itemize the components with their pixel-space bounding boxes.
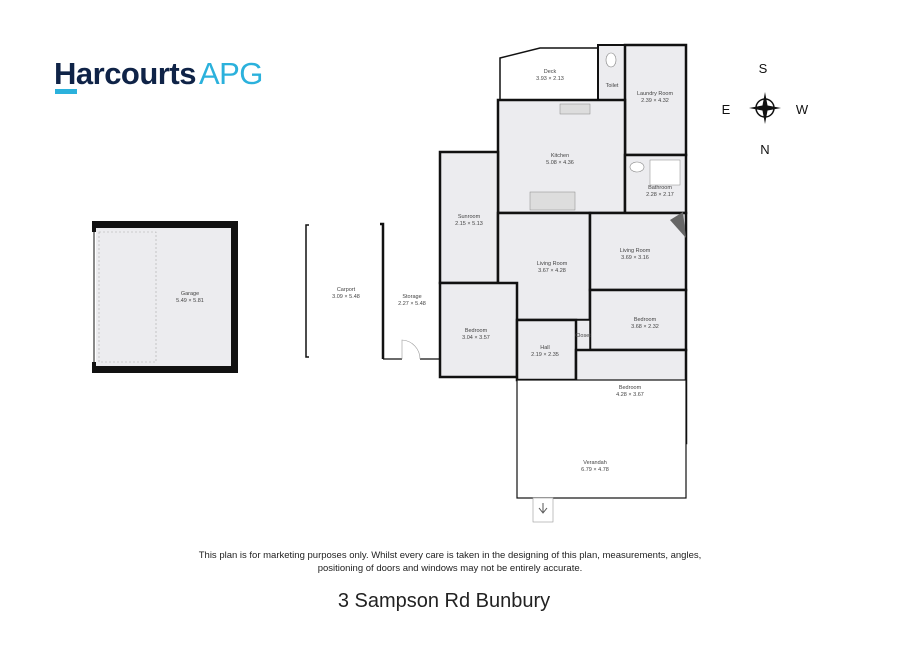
bedroom2-name: Bedroom: [465, 328, 488, 334]
carport: Carport 3.09 × 5.48: [305, 222, 385, 359]
hall-size: 2.19 × 2.35: [531, 352, 559, 358]
storage-size: 2.27 × 5.48: [398, 301, 426, 307]
deck-name: Deck: [544, 69, 557, 75]
compass-left: E: [722, 102, 731, 117]
compass-right: W: [796, 102, 809, 117]
storage-name: Storage: [402, 294, 421, 300]
room-labels: Deck 3.93 × 2.13 Toilet Laundry Room 2.3…: [455, 69, 674, 473]
sunroom-name: Sunroom: [458, 214, 481, 220]
disclaimer-line-2: positioning of doors and windows may not…: [317, 563, 583, 574]
logo-suffix: APG: [198, 56, 263, 91]
bedroom3-size: 4.28 × 3.67: [616, 392, 644, 398]
bedroom1-size: 3.68 × 2.32: [631, 324, 659, 330]
sunroom-size: 2.15 × 5.13: [455, 221, 483, 227]
compass-bottom: N: [760, 142, 769, 157]
logo-brand: Harcourts: [54, 56, 196, 91]
carport-name: Carport: [337, 287, 356, 293]
bedroom2-size: 3.04 × 3.57: [462, 335, 490, 341]
compass: S E W N: [722, 61, 809, 157]
logo-underline: [55, 89, 77, 94]
laundry-name: Laundry Room: [637, 91, 673, 97]
kitchen-name: Kitchen: [551, 153, 569, 159]
living1-size: 3.67 × 4.28: [538, 268, 566, 274]
compass-top: S: [759, 61, 768, 76]
bedroom3-name: Bedroom: [619, 385, 642, 391]
bedroom1-name: Bedroom: [634, 317, 657, 323]
verandah-size: 6.79 × 4.78: [581, 467, 609, 473]
carport-size: 3.09 × 5.48: [332, 294, 360, 300]
brand-logo: HarcourtsAPG: [54, 56, 263, 94]
garage-size: 5.49 × 5.81: [176, 298, 204, 304]
garage-name: Garage: [181, 291, 199, 297]
kitchen-size: 5.08 × 4.36: [546, 160, 574, 166]
storage: Storage 2.27 × 5.48: [383, 294, 440, 360]
laundry-size: 2.39 × 4.32: [641, 98, 669, 104]
disclaimer: This plan is for marketing purposes only…: [150, 549, 750, 575]
verandah-name: Verandah: [583, 460, 607, 466]
living2-name: Living Room: [620, 248, 651, 254]
living1-name: Living Room: [537, 261, 568, 267]
house: [438, 43, 688, 523]
bathroom-size: 2.28 × 2.17: [646, 192, 674, 198]
living2-size: 3.69 × 3.16: [621, 255, 649, 261]
garage: Garage 5.49 × 5.81: [92, 221, 238, 373]
closet-name: Closet: [575, 333, 591, 339]
toilet-name: Toilet: [606, 83, 619, 89]
bathroom-name: Bathroom: [648, 185, 672, 191]
disclaimer-line-1: This plan is for marketing purposes only…: [198, 550, 702, 561]
deck-size: 3.93 × 2.13: [536, 76, 564, 82]
property-address: 3 Sampson Rd Bunbury: [337, 590, 551, 612]
hall-name: Hall: [540, 345, 549, 351]
